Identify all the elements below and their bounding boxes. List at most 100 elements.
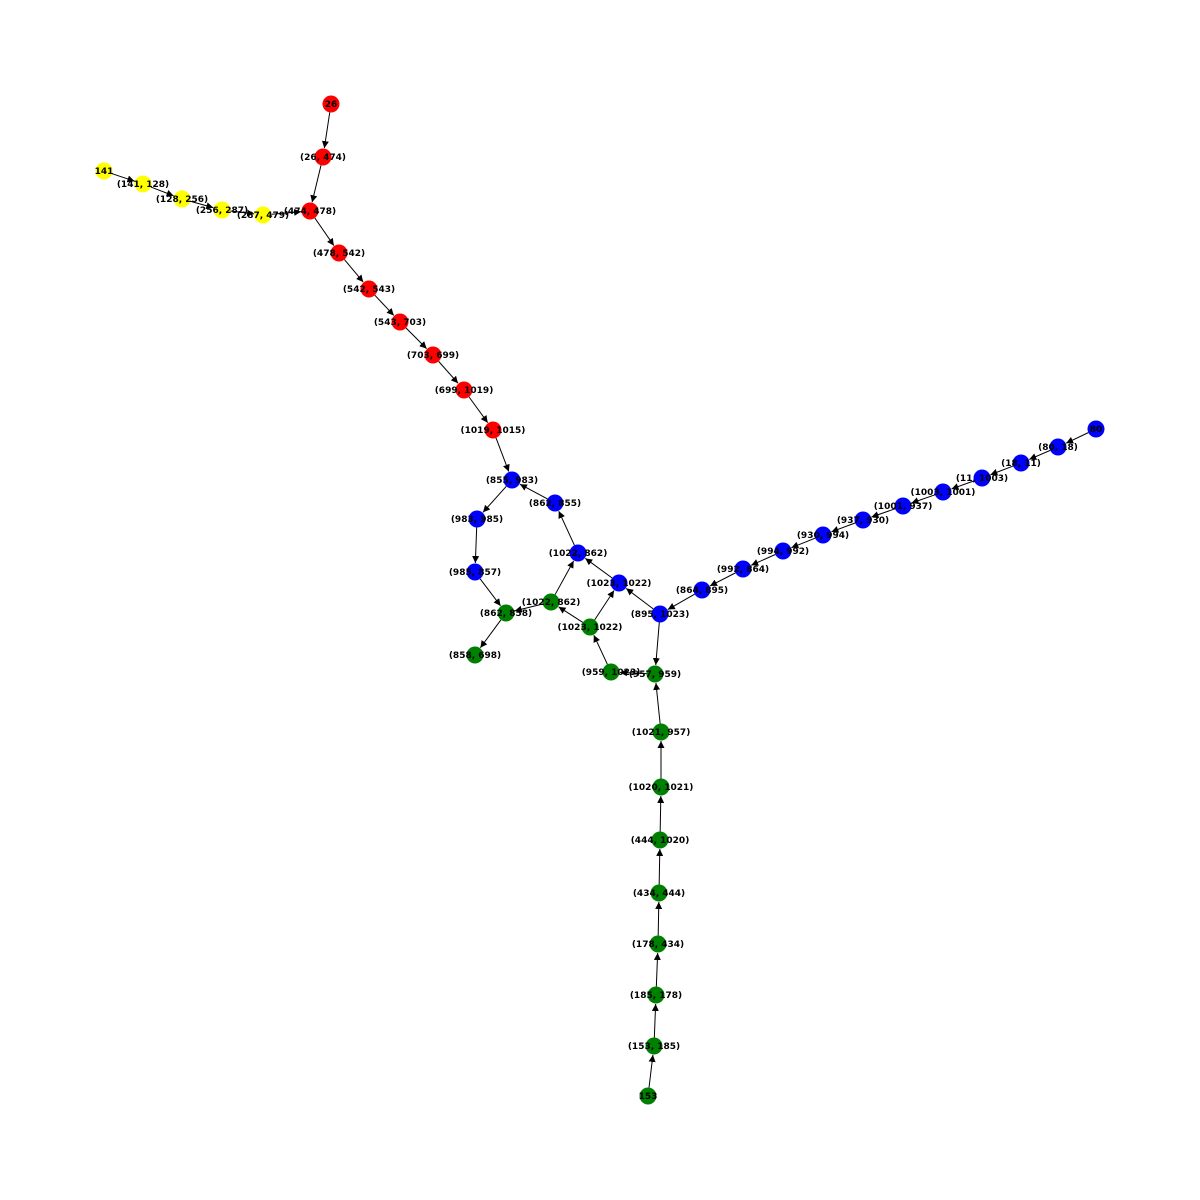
node-circle [693, 581, 711, 599]
node-g8: (1021, 957) [632, 723, 691, 741]
node-g13: (862, 858) [480, 604, 532, 622]
node-label: (287, 479) [237, 211, 289, 221]
node-circle [497, 604, 515, 622]
node-label: (1020, 1021) [629, 783, 694, 793]
node-label: (985, 857) [449, 568, 501, 578]
node-b14: (1022, 862) [549, 544, 608, 562]
node-y1: 141 [95, 162, 114, 180]
edge-y3-y4 [190, 200, 214, 210]
node-b11: (864, 895) [676, 581, 728, 599]
edge-g2-g3 [651, 1003, 659, 1038]
node-circle [645, 1037, 663, 1055]
edge-g5-g6 [656, 848, 664, 885]
edge-b4-b5 [951, 480, 975, 490]
node-circle [651, 605, 669, 623]
node-r2: (26, 474) [300, 148, 346, 166]
node-circle [484, 421, 502, 439]
edge-b12-g9 [652, 622, 660, 666]
edges-layer [111, 112, 1089, 1088]
node-circle [301, 202, 319, 220]
node-circle [391, 313, 409, 331]
node-label: (1022, 862) [549, 549, 608, 559]
node-b9: (994, 992) [757, 542, 809, 560]
node-label: (542, 543) [343, 285, 395, 295]
node-label: (474, 478) [284, 207, 336, 217]
edge-b9-b10 [751, 554, 776, 566]
node-label: (18, 11) [1001, 459, 1041, 469]
node-label: 80 [1090, 425, 1103, 435]
node-circle [134, 175, 152, 193]
node-label: (26, 474) [300, 153, 346, 163]
node-label: (1022, 862) [522, 598, 581, 608]
node-y2: (141, 128) [117, 175, 169, 193]
node-label: (1019, 1015) [461, 426, 526, 436]
node-r6: (543, 703) [374, 313, 426, 331]
node-circle [894, 497, 912, 515]
edge-b10-b11 [709, 572, 736, 587]
node-circle [639, 1087, 657, 1105]
edge-g3-g4 [653, 952, 661, 987]
node-label: (80, 18) [1038, 443, 1078, 453]
edge-b6-b7 [871, 508, 896, 519]
node-label: (862, 858) [480, 609, 532, 619]
edge-b16-b17 [482, 485, 507, 513]
edge-b8-b9 [791, 537, 816, 549]
node-b8: (930, 994) [797, 526, 849, 544]
node-circle [330, 244, 348, 262]
edge-g4-g5 [655, 901, 663, 936]
edge-r4-r5 [344, 259, 364, 283]
node-circle [254, 206, 272, 224]
node-g3: (185, 178) [630, 986, 682, 1004]
node-circle [455, 381, 473, 399]
edge-y4-y5 [230, 209, 255, 217]
node-g12: (1022, 862) [522, 593, 581, 611]
node-label: 26 [325, 100, 338, 110]
node-circle [546, 494, 564, 512]
edge-r2-r3 [310, 165, 322, 203]
node-circle [173, 190, 191, 208]
node-label: (141, 128) [117, 180, 169, 190]
node-g2: (153, 185) [628, 1037, 680, 1055]
node-r3: (474, 478) [284, 202, 336, 220]
node-circle [647, 986, 665, 1004]
node-circle [466, 646, 484, 664]
node-r7: (703, 699) [407, 346, 459, 364]
edge-y5-r3 [271, 208, 302, 216]
node-label: (930, 994) [797, 531, 849, 541]
node-r8: (699, 1019) [435, 381, 493, 399]
node-b13: (1023, 1022) [587, 574, 651, 592]
node-label: (864, 895) [676, 586, 728, 596]
node-circle [652, 723, 670, 741]
edge-b1-b2 [1065, 432, 1089, 444]
node-label: (153, 185) [628, 1042, 680, 1052]
node-label: (1021, 957) [632, 728, 691, 738]
edge-b17-b18 [472, 527, 480, 564]
node-circle [649, 935, 667, 953]
node-circle [213, 201, 231, 219]
node-label: 141 [95, 167, 114, 177]
edge-g13-g14 [479, 619, 502, 649]
edge-r1-r2 [321, 112, 331, 149]
node-label: (444, 1020) [631, 836, 690, 846]
node-label: (178, 434) [632, 940, 684, 950]
node-label: (957, 959) [629, 670, 681, 680]
node-circle [581, 618, 599, 636]
node-circle [503, 471, 521, 489]
node-circle [314, 148, 332, 166]
edge-b14-b15 [558, 510, 575, 546]
edge-y1-y2 [111, 173, 135, 183]
edge-r5-r6 [374, 294, 395, 316]
node-circle [651, 831, 669, 849]
node-circle [814, 526, 832, 544]
node-label: 153 [639, 1092, 658, 1102]
node-circle [424, 346, 442, 364]
node-b3: (18, 11) [1001, 454, 1041, 472]
node-circle [610, 574, 628, 592]
node-r9: (1019, 1015) [461, 421, 526, 439]
edge-g11-b13 [594, 590, 615, 621]
node-b5: (1003, 1001) [911, 483, 975, 501]
node-label: (937, 930) [837, 516, 889, 526]
node-label: (1023, 1022) [558, 623, 623, 633]
